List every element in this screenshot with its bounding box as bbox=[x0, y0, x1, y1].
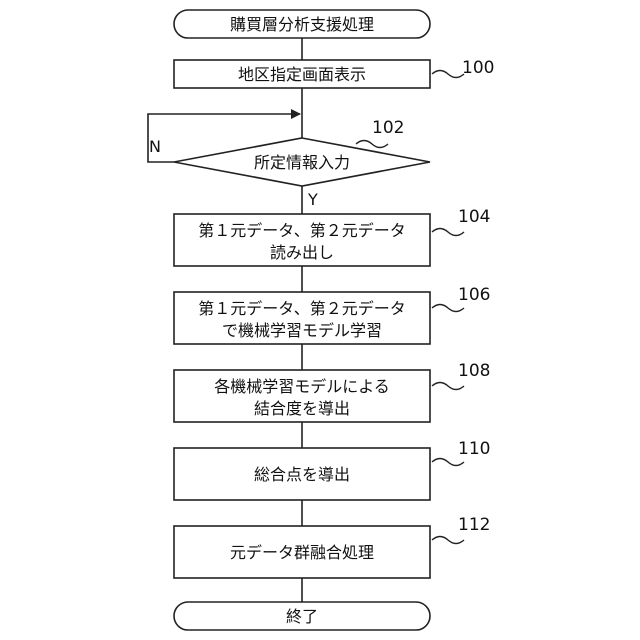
decision-no-label: N bbox=[149, 137, 161, 156]
process-label-112: 元データ群融合処理 bbox=[230, 543, 374, 562]
process-label-104-line1: 第１元データ、第２元データ bbox=[198, 221, 406, 240]
ref-leader-106 bbox=[432, 305, 464, 312]
process-label-106-line1: 第１元データ、第２元データ bbox=[198, 299, 406, 318]
ref-leader-104 bbox=[432, 229, 464, 236]
ref-number-104: 104 bbox=[458, 207, 490, 227]
process-label-104-line2: 読み出し bbox=[270, 243, 334, 262]
ref-number-100: 100 bbox=[462, 58, 494, 78]
process-label-110: 総合点を導出 bbox=[254, 465, 350, 484]
ref-number-108: 108 bbox=[458, 361, 490, 381]
ref-leader-102 bbox=[356, 141, 388, 148]
process-label-100: 地区指定画面表示 bbox=[238, 65, 366, 84]
ref-leader-100 bbox=[432, 71, 464, 78]
ref-number-112: 112 bbox=[458, 515, 490, 535]
decision-label-102: 所定情報入力 bbox=[254, 153, 350, 172]
process-label-106-line2: で機械学習モデル学習 bbox=[222, 321, 382, 340]
ref-number-106: 106 bbox=[458, 285, 490, 305]
process-label-108-line2: 結合度を導出 bbox=[254, 399, 350, 418]
ref-number-110: 110 bbox=[458, 439, 490, 459]
ref-leader-110 bbox=[432, 459, 464, 466]
decision-yes-label: Y bbox=[307, 190, 318, 209]
ref-number-102: 102 bbox=[372, 118, 404, 138]
process-label-108-line1: 各機械学習モデルによる bbox=[214, 377, 390, 396]
end-label: 終了 bbox=[286, 607, 318, 626]
ref-leader-108 bbox=[432, 383, 464, 390]
start-label: 購買層分析支援処理 bbox=[230, 15, 374, 34]
ref-leader-112 bbox=[432, 537, 464, 544]
